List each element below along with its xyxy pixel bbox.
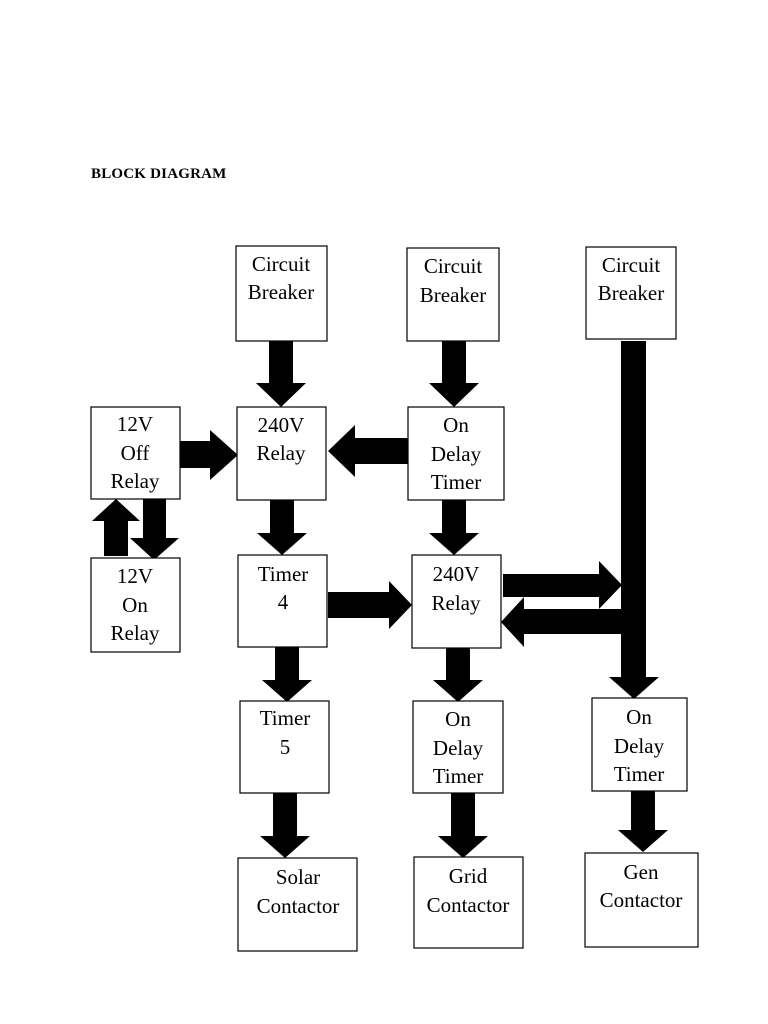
on-delay-timer-3-line-1: On — [626, 705, 652, 729]
arrow-relay240b-to-bus — [503, 561, 622, 609]
grid-contactor-line-2: Contactor — [427, 893, 510, 917]
arrow-off12-to-on12 — [130, 499, 179, 560]
gen-contactor-line-2: Contactor — [600, 888, 683, 912]
arrow-ondelay3-to-gen — [618, 790, 668, 852]
circuit-breaker-2-line-2: Breaker — [420, 283, 486, 307]
solar-contactor-line-2: Contactor — [257, 894, 340, 918]
grid-contactor-line-1: Grid — [449, 864, 488, 888]
block-timer-5: Timer 5 — [239, 700, 330, 794]
arrow-bus-to-relay240b — [501, 597, 624, 647]
relay-240v-1-line-1: 240V — [258, 413, 305, 437]
block-circuit-breaker-1: Circuit Breaker — [235, 245, 328, 342]
block-grid-contactor: Grid Contactor — [413, 856, 524, 949]
block-240v-relay-2: 240V Relay — [411, 554, 502, 649]
on-delay-timer-3-line-2: Delay — [614, 734, 665, 758]
arrow-ondelay2-to-grid — [438, 793, 488, 858]
arrow-off12-to-relay240a — [179, 430, 238, 480]
on-relay-line-3: Relay — [111, 621, 160, 645]
block-circuit-breaker-3: Circuit Breaker — [585, 246, 677, 340]
on-delay-timer-1-line-1: On — [443, 413, 469, 437]
relay-240v-1-line-2: Relay — [257, 441, 306, 465]
arrow-relay240a-to-timer4 — [257, 500, 307, 555]
arrow-timer5-to-solar — [260, 793, 310, 858]
timer-4-line-2: 4 — [278, 590, 289, 614]
timer-5-line-2: 5 — [280, 735, 291, 759]
block-on-delay-timer-2: On Delay Timer — [412, 700, 504, 794]
relay-240v-2-line-1: 240V — [433, 562, 480, 586]
block-timer-4: Timer 4 — [237, 554, 328, 648]
block-gen-contactor: Gen Contactor — [584, 852, 699, 948]
on-delay-timer-3-line-3: Timer — [614, 762, 665, 786]
diagram-heading: BLOCK DIAGRAM — [91, 166, 227, 182]
off-relay-line-3: Relay — [111, 469, 160, 493]
relay-240v-2-line-2: Relay — [432, 591, 481, 615]
on-delay-timer-2-line-1: On — [445, 707, 471, 731]
circuit-breaker-2-line-1: Circuit — [424, 254, 482, 278]
block-on-delay-timer-1: On Delay Timer — [407, 406, 505, 501]
block-240v-relay-1: 240V Relay — [236, 406, 327, 501]
circuit-breaker-1-line-2: Breaker — [248, 280, 314, 304]
on-relay-line-2: On — [122, 593, 148, 617]
block-on-delay-timer-3: On Delay Timer — [591, 697, 688, 792]
arrow-timer4-to-timer5 — [262, 647, 312, 702]
arrow-relay240b-to-ondelay2 — [433, 648, 483, 702]
block-12v-off-relay: 12V Off Relay — [90, 406, 181, 500]
arrow-cb1-to-relay240a — [256, 341, 306, 407]
timer-5-line-1: Timer — [260, 706, 311, 730]
block-solar-contactor: Solar Contactor — [237, 857, 358, 952]
arrow-cb3-to-ondelay3 — [609, 341, 659, 699]
circuit-breaker-3-line-1: Circuit — [602, 253, 660, 277]
arrow-on12-to-off12 — [92, 499, 140, 556]
block-circuit-breaker-2: Circuit Breaker — [406, 247, 500, 342]
arrow-ondelay1-to-relay240a — [328, 425, 408, 477]
on-delay-timer-1-line-2: Delay — [431, 442, 482, 466]
gen-contactor-line-1: Gen — [624, 860, 659, 884]
arrow-cb2-to-ondelay1 — [429, 341, 479, 407]
circuit-breaker-3-line-2: Breaker — [598, 281, 664, 305]
arrow-timer4-to-relay240b — [328, 581, 412, 629]
circuit-breaker-1-line-1: Circuit — [252, 252, 310, 276]
on-delay-timer-1-line-3: Timer — [431, 470, 482, 494]
on-delay-timer-2-line-2: Delay — [433, 736, 484, 760]
arrows — [92, 341, 668, 858]
on-relay-line-1: 12V — [117, 564, 153, 588]
block-12v-on-relay: 12V On Relay — [90, 557, 181, 653]
solar-contactor-line-1: Solar — [276, 865, 320, 889]
timer-4-line-1: Timer — [258, 562, 309, 586]
off-relay-line-2: Off — [121, 441, 150, 465]
arrow-ondelay1-to-relay240b — [429, 500, 479, 555]
off-relay-line-1: 12V — [117, 412, 153, 436]
on-delay-timer-2-line-3: Timer — [433, 764, 484, 788]
